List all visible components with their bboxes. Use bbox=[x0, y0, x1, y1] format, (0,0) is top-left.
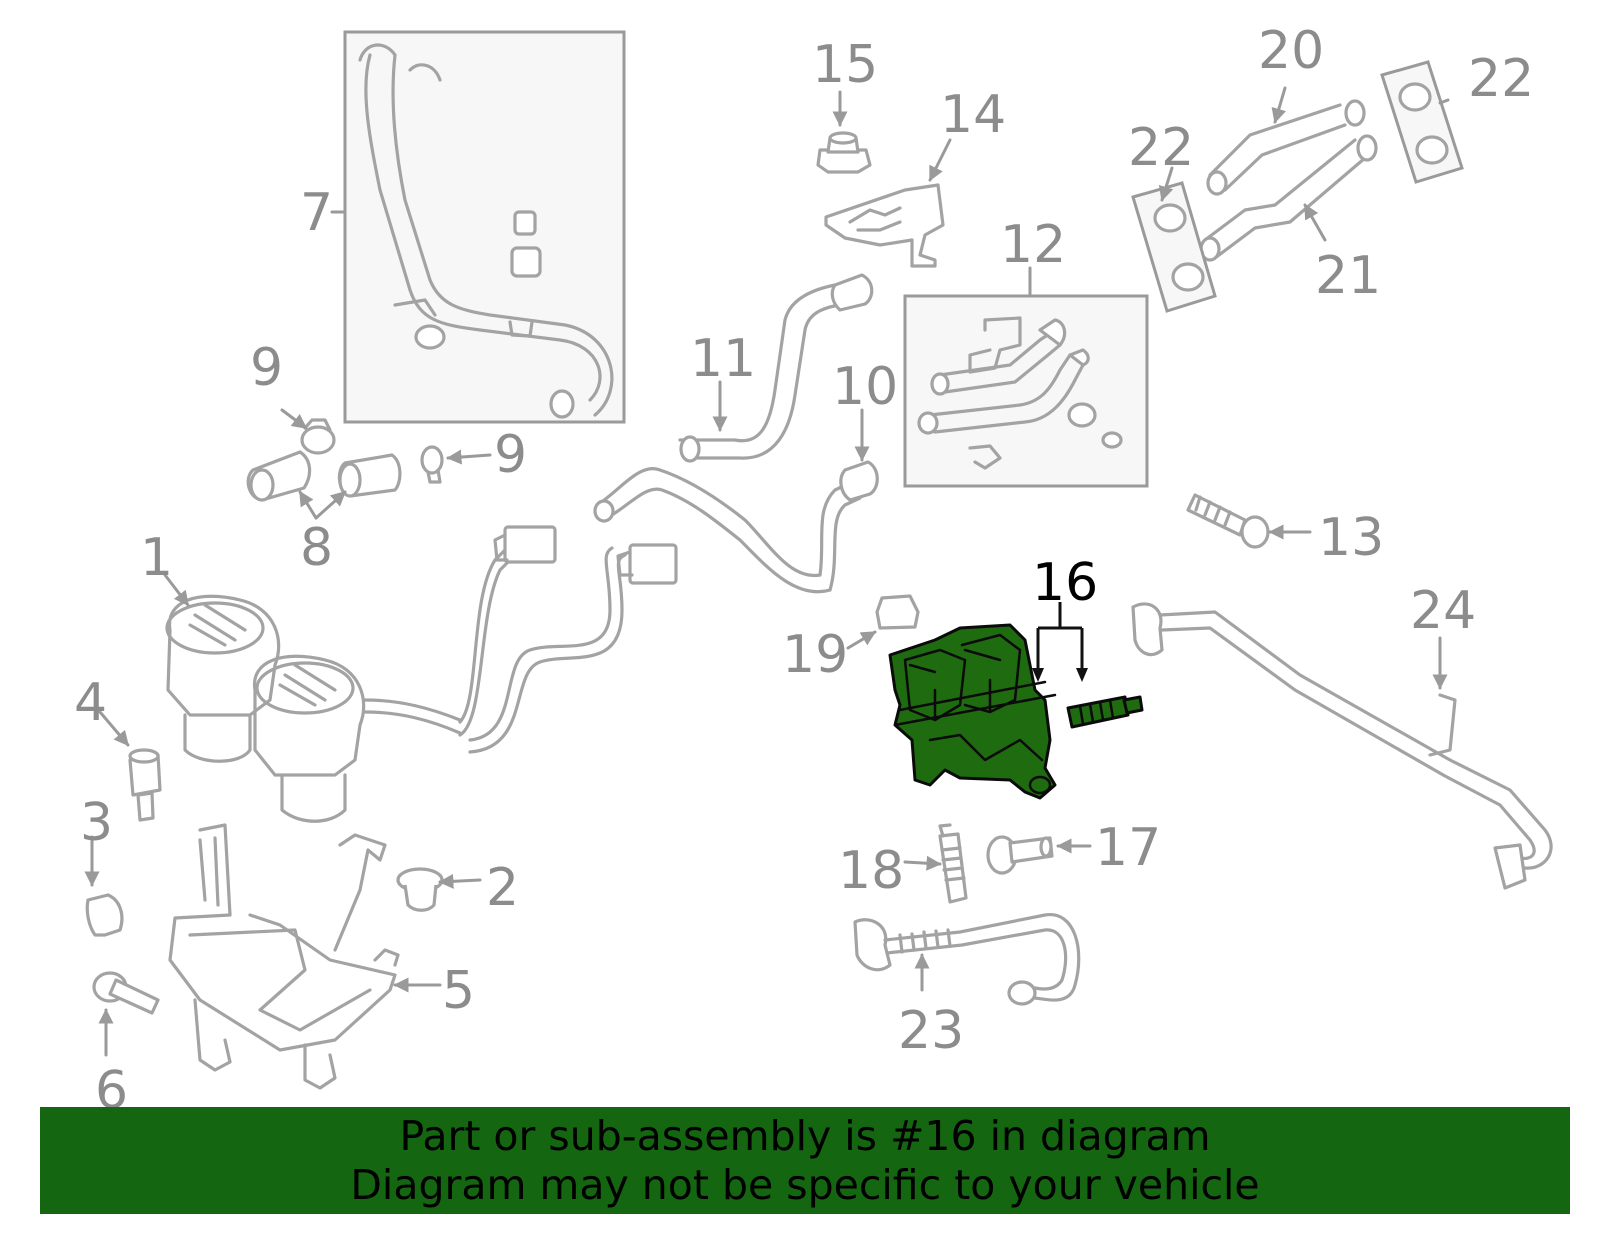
callout-2: 2 bbox=[486, 858, 519, 918]
callout-22-left: 22 bbox=[1128, 118, 1194, 178]
callout-11: 11 bbox=[690, 329, 756, 389]
part-18-stud bbox=[938, 823, 968, 904]
part-11-hose bbox=[593, 273, 874, 594]
part-10-hose bbox=[818, 460, 879, 592]
callout-9-right: 9 bbox=[494, 425, 527, 485]
callout-8: 8 bbox=[300, 518, 333, 578]
callout-17: 17 bbox=[1095, 818, 1161, 878]
part-23-pipe bbox=[853, 913, 1081, 1006]
callout-labels: 15 14 7 12 11 10 9 9 8 1 4 3 2 5 6 20 22… bbox=[74, 21, 1534, 1121]
callout-19: 19 bbox=[782, 625, 848, 685]
callout-15: 15 bbox=[812, 35, 878, 95]
part-9-clamps bbox=[300, 418, 444, 484]
callout-14: 14 bbox=[940, 85, 1006, 145]
callout-3: 3 bbox=[80, 793, 113, 853]
info-banner: Part or sub-assembly is #16 in diagram D… bbox=[40, 1107, 1570, 1214]
part-22-clamp-right bbox=[1380, 60, 1464, 184]
callout-18: 18 bbox=[838, 841, 904, 901]
part-24-pipe bbox=[1131, 602, 1553, 890]
callout-4: 4 bbox=[74, 673, 107, 733]
part-17-bolt bbox=[986, 835, 1054, 875]
callout-1: 1 bbox=[140, 528, 173, 588]
part-16-sub-pin-highlighted bbox=[1066, 695, 1144, 729]
callout-10: 10 bbox=[832, 357, 898, 417]
part-20-hose bbox=[1206, 99, 1366, 196]
part-1-air-pump bbox=[165, 594, 462, 823]
part-14-bracket bbox=[824, 183, 945, 268]
callout-20: 20 bbox=[1258, 21, 1324, 81]
part-21-hose bbox=[1199, 134, 1378, 262]
part-19-cap bbox=[875, 594, 920, 630]
part-15-nut bbox=[816, 131, 872, 174]
part-8-hoses bbox=[246, 450, 402, 502]
part-22-clamp-left bbox=[1131, 181, 1217, 313]
part-5-bracket bbox=[168, 823, 400, 1090]
callout-12: 12 bbox=[1000, 215, 1066, 275]
callout-7: 7 bbox=[300, 183, 333, 243]
callout-5: 5 bbox=[442, 961, 475, 1021]
leader-16 bbox=[1032, 602, 1088, 682]
part-7-hose-assembly bbox=[343, 30, 626, 424]
callout-21: 21 bbox=[1315, 246, 1381, 306]
part-6-bolt bbox=[92, 971, 160, 1015]
part-12-pipe-assembly bbox=[903, 294, 1149, 488]
part-16-valve-highlighted bbox=[888, 623, 1057, 800]
callout-24: 24 bbox=[1410, 581, 1476, 641]
banner-line-1: Part or sub-assembly is #16 in diagram bbox=[399, 1111, 1211, 1160]
part-2-grommet bbox=[396, 867, 444, 912]
callout-16: 16 bbox=[1032, 553, 1098, 613]
callout-13: 13 bbox=[1318, 508, 1384, 568]
leader-lines bbox=[84, 86, 1450, 1057]
part-3-clip bbox=[85, 893, 124, 937]
banner-line-2: Diagram may not be specific to your vehi… bbox=[350, 1160, 1260, 1209]
part-13-bolt bbox=[1186, 493, 1270, 549]
callout-22-right: 22 bbox=[1468, 49, 1534, 109]
part-4-sensor bbox=[128, 748, 162, 822]
callout-23: 23 bbox=[898, 1001, 964, 1061]
callout-9-top: 9 bbox=[250, 338, 283, 398]
wire-harness bbox=[458, 525, 678, 754]
